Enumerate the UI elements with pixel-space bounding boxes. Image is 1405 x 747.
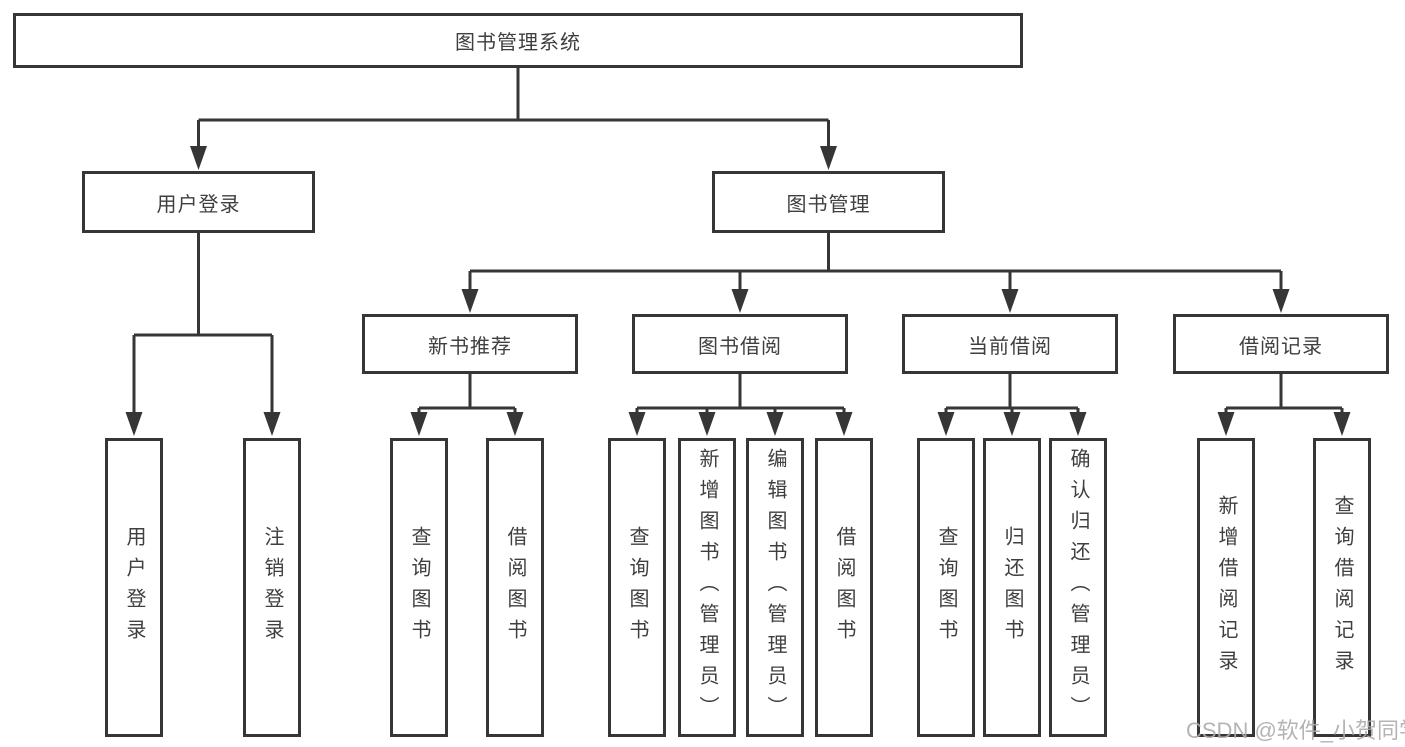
leaf-edit-books-admin: 编辑图书（管理员）	[746, 438, 804, 737]
leaf-confirm-return-admin: 确认归还（管理员）	[1049, 438, 1107, 737]
leaf-add-borrow-record: 新增借阅记录	[1197, 438, 1255, 737]
leaf-label: 查询图书	[408, 525, 430, 650]
node-library-management-system: 图书管理系统	[13, 13, 1023, 68]
csdn-watermark: CSDN @软件_小贺同学	[1186, 718, 1405, 743]
leaf-query-borrow-record: 查询借阅记录	[1313, 438, 1371, 737]
node-label: 图书管理	[786, 193, 871, 216]
leaf-label: 注销登录	[261, 525, 283, 650]
node-label: 用户登录	[156, 193, 241, 216]
leaf-label: 用户登录	[123, 525, 145, 650]
node-label: 图书管理系统	[455, 32, 581, 54]
node-new-book-recommendation: 新书推荐	[362, 314, 578, 374]
node-label: 借阅记录	[1239, 335, 1323, 358]
leaf-label: 查询图书	[935, 525, 957, 650]
arrowhead-icons	[125, 146, 1351, 436]
leaf-label: 借阅图书	[833, 525, 855, 650]
node-user-login: 用户登录	[82, 171, 315, 233]
leaf-label: 查询借阅记录	[1331, 494, 1353, 681]
leaf-query-books-3: 查询图书	[917, 438, 975, 737]
node-current-borrowing: 当前借阅	[902, 314, 1118, 374]
leaf-logout: 注销登录	[243, 438, 301, 737]
leaf-user-login: 用户登录	[105, 438, 163, 737]
node-label: 新书推荐	[428, 335, 512, 358]
node-label: 当前借阅	[968, 335, 1052, 358]
leaf-return-books: 归还图书	[983, 438, 1041, 737]
connector-elbows	[132, 68, 1344, 415]
node-borrowing-records: 借阅记录	[1173, 314, 1389, 374]
leaf-borrow-books-2: 借阅图书	[815, 438, 873, 737]
leaf-label: 归还图书	[1001, 525, 1023, 650]
leaf-add-books-admin: 新增图书（管理员）	[678, 438, 736, 737]
leaf-label: 编辑图书（管理员）	[764, 448, 786, 727]
leaf-borrow-books-1: 借阅图书	[486, 438, 544, 737]
leaf-label: 借阅图书	[504, 525, 526, 650]
leaf-query-books-2: 查询图书	[608, 438, 666, 737]
leaf-label: 新增借阅记录	[1215, 494, 1237, 681]
node-book-management: 图书管理	[712, 171, 945, 233]
leaf-label: 查询图书	[626, 525, 648, 650]
node-label: 图书借阅	[698, 335, 782, 358]
leaf-label: 新增图书（管理员）	[696, 448, 718, 727]
node-book-borrowing: 图书借阅	[632, 314, 848, 374]
leaf-label: 确认归还（管理员）	[1067, 448, 1089, 727]
leaf-query-books-1: 查询图书	[390, 438, 448, 737]
